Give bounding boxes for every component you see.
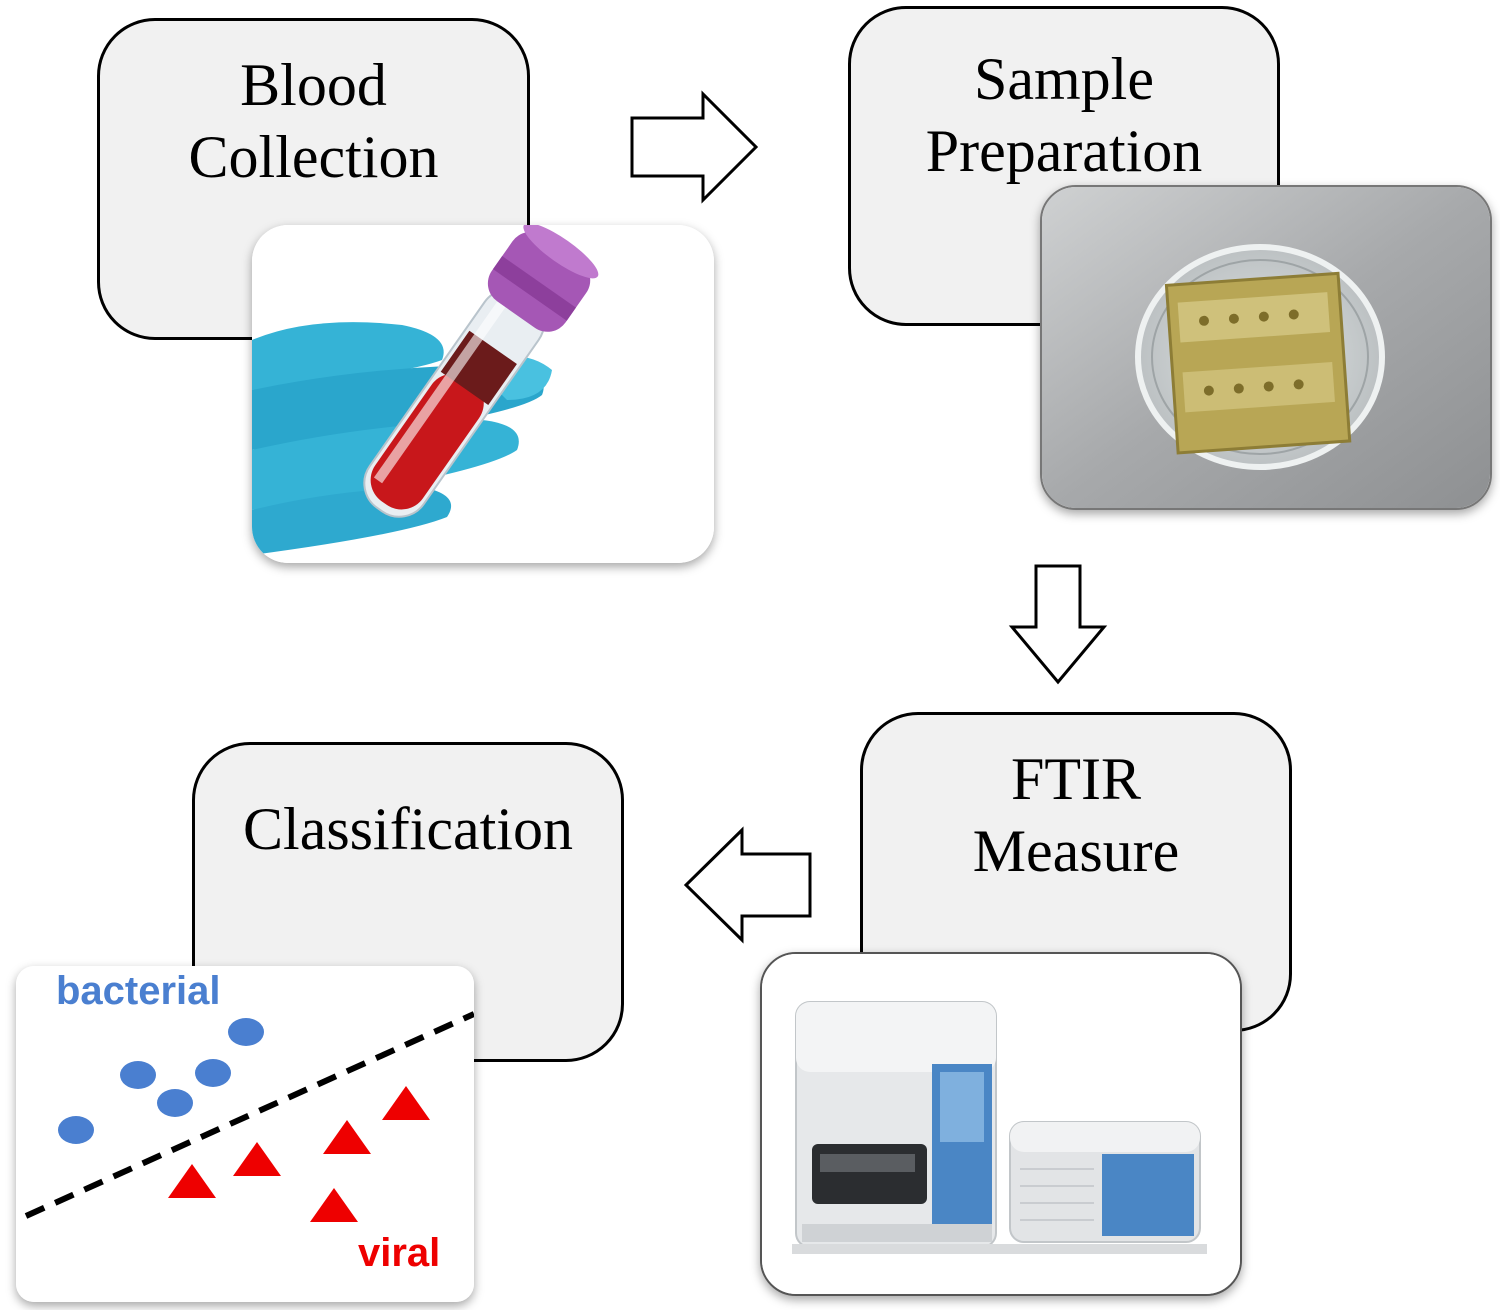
arrow-left-icon: [683, 826, 812, 944]
viral-point: [233, 1142, 281, 1176]
bacterial-point: [120, 1061, 156, 1089]
ftir-measure-title-line2: Measure: [972, 818, 1180, 884]
arrow-down-icon: [1008, 564, 1108, 685]
viral-point: [323, 1120, 371, 1154]
viral-point: [168, 1164, 216, 1198]
sample-preparation-title: Sample Preparation: [851, 43, 1277, 187]
sample-preparation-title-line2: Preparation: [925, 118, 1203, 184]
sample-dish-photo: [1040, 185, 1492, 510]
viral-points: [168, 1086, 430, 1222]
viral-label: viral: [358, 1231, 440, 1275]
bacterial-point: [228, 1018, 264, 1046]
blood-tube-photo: [252, 225, 714, 563]
viral-point: [310, 1188, 358, 1222]
bacterial-point: [157, 1089, 193, 1117]
bacterial-point: [195, 1059, 231, 1087]
decision-boundary-line: [24, 1011, 474, 1219]
ftir-measure-title: FTIR Measure: [863, 743, 1289, 887]
ftir-instrument-photo: [760, 952, 1242, 1296]
blood-collection-title-line2: Collection: [188, 124, 439, 190]
ftir-measure-title-line1: FTIR: [1010, 746, 1142, 812]
bacterial-points: [58, 1018, 264, 1144]
blood-tube-illustration: [252, 225, 714, 563]
classification-title-line1: Classification: [243, 796, 573, 862]
sample-dish-illustration: [1042, 187, 1490, 508]
classification-plot: bacterial viral: [16, 966, 474, 1302]
arrow-right-icon: [630, 90, 759, 204]
viral-point: [382, 1086, 430, 1120]
ftir-instrument-illustration: [762, 954, 1240, 1294]
classification-scatter: bacterial viral: [16, 966, 474, 1302]
bacterial-label: bacterial: [56, 969, 221, 1013]
blood-collection-title: Blood Collection: [100, 49, 527, 193]
blood-collection-title-line1: Blood: [240, 52, 387, 118]
bacterial-point: [58, 1116, 94, 1144]
sample-preparation-title-line1: Sample: [974, 46, 1154, 112]
classification-title: Classification: [195, 793, 621, 865]
